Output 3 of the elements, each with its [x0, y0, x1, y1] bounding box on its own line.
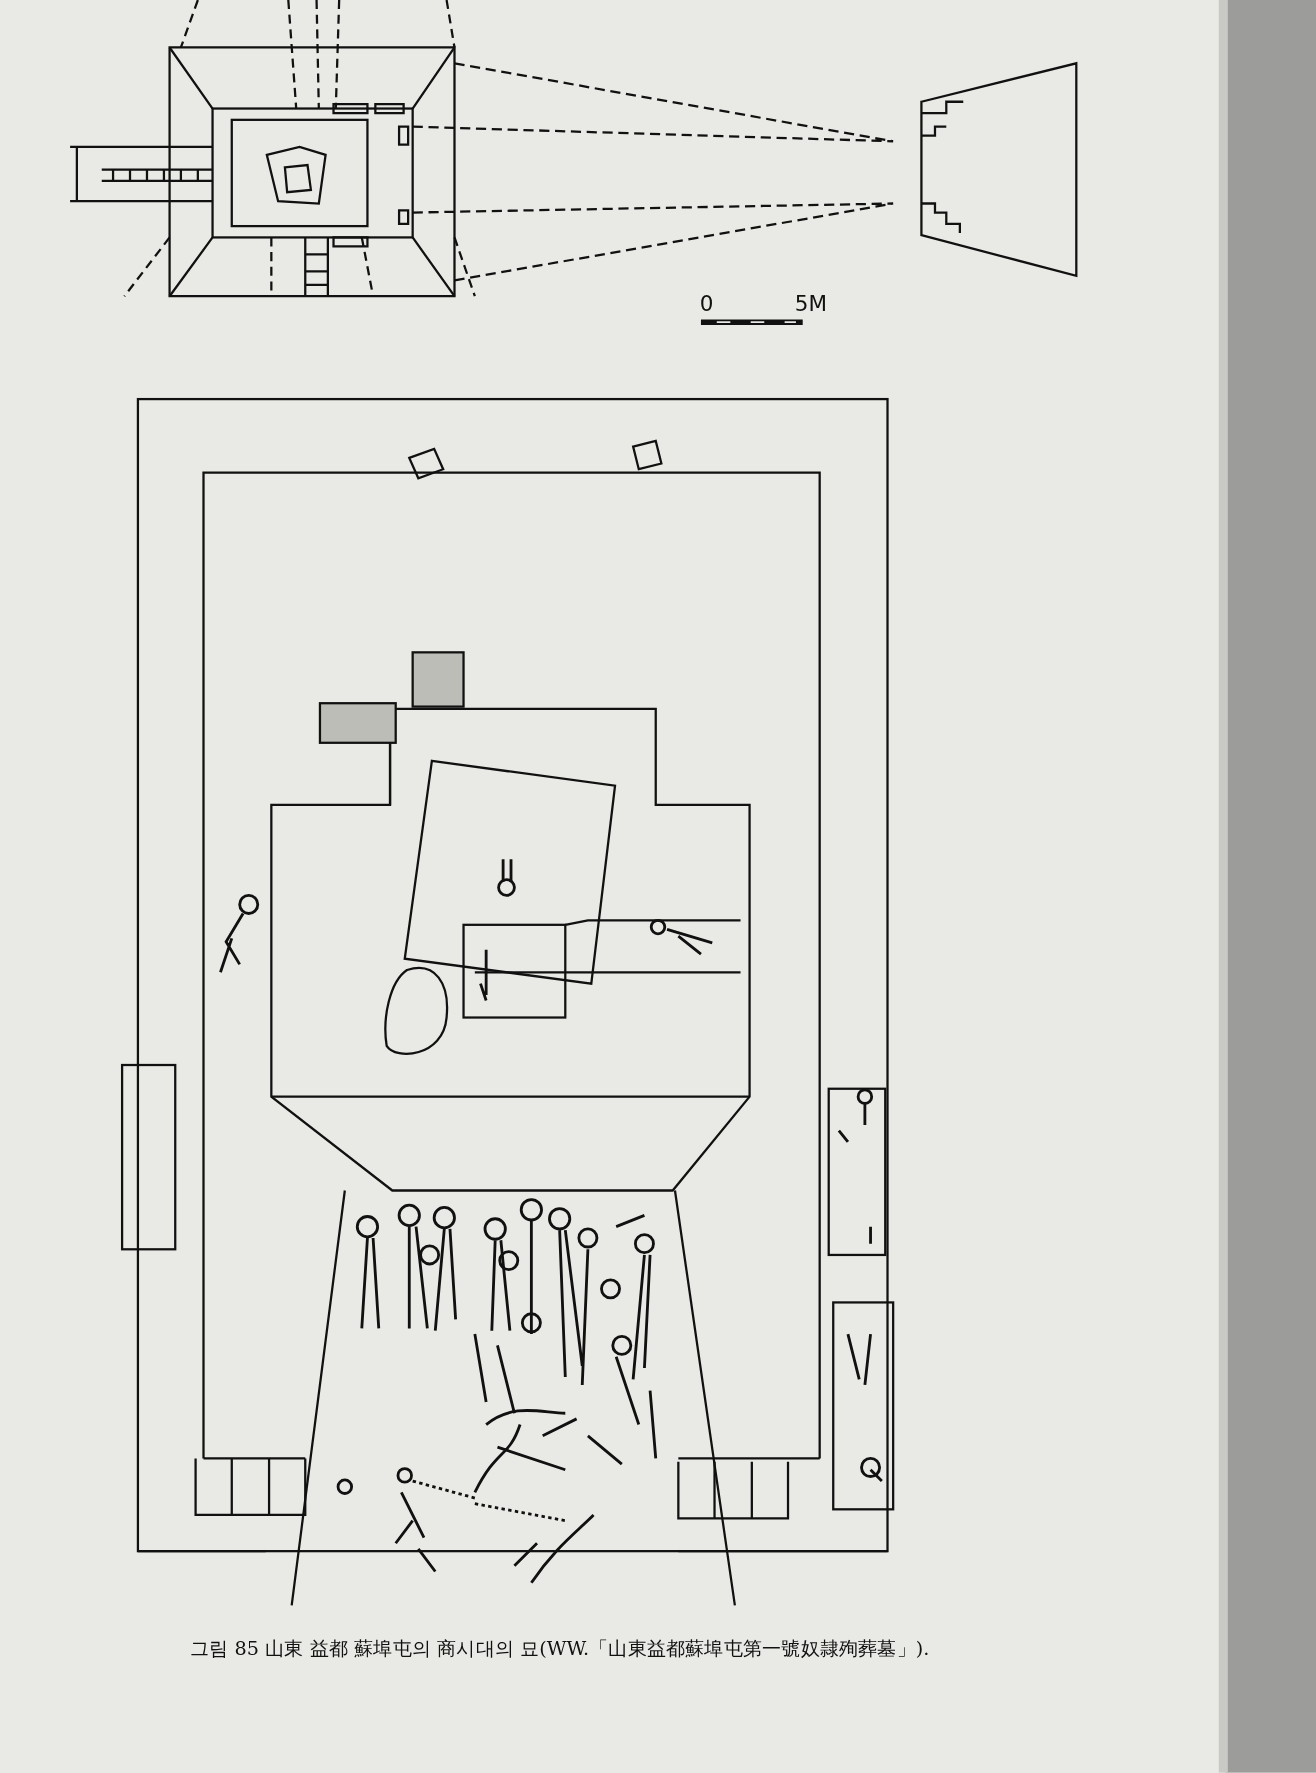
figure-caption: 그림 85 山東 益都 蘇埠屯의 商시대의 묘(WW.「山東益都蘇埠屯第一號奴隷殉葬墓」). [189, 1636, 931, 1662]
scale-label: 0 [699, 290, 714, 316]
scale-label: 5M [794, 290, 827, 316]
